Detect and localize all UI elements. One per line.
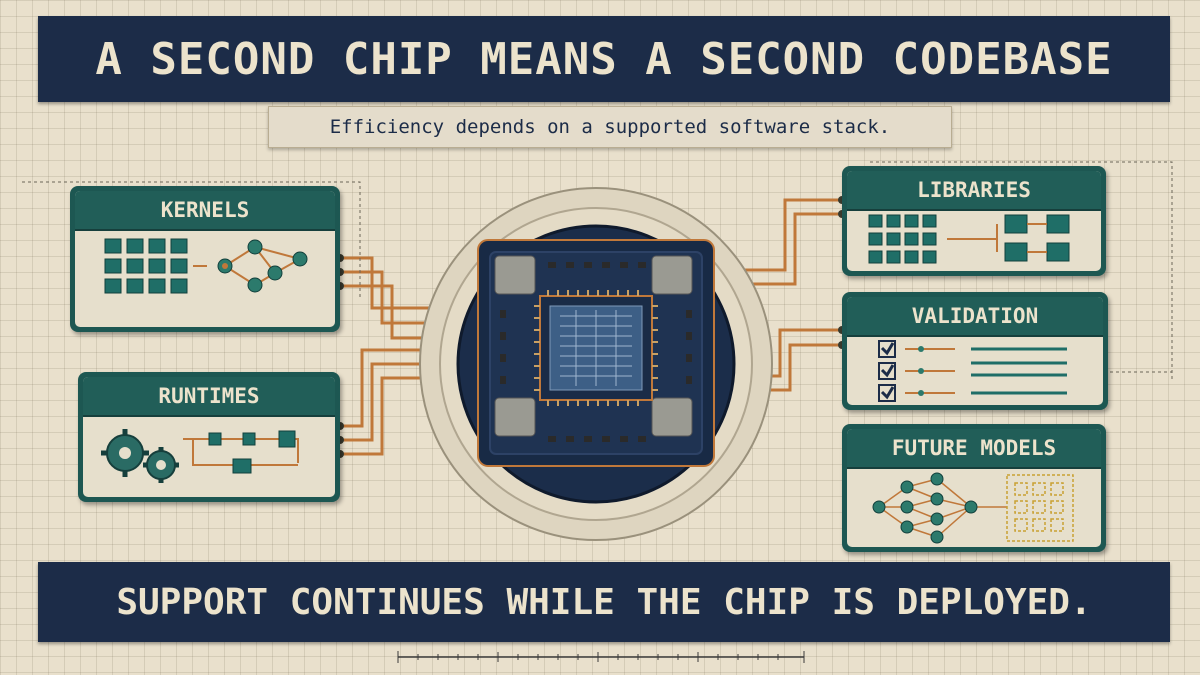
wire-kernels-1 [340,256,478,310]
card-validation: VALIDATION [842,292,1108,410]
kernels-graph-icon [104,238,308,294]
card-validation-title: VALIDATION [847,297,1103,337]
card-kernels-title: KERNELS [75,191,335,231]
card-runtimes-title: RUNTIMES [83,377,335,417]
card-libraries: LIBRARIES [842,166,1106,276]
card-future-models-title: FUTURE MODELS [847,429,1101,469]
card-runtimes: RUNTIMES [78,372,340,502]
page-title: A SECOND CHIP MEANS A SECOND CODEBASE [38,16,1170,102]
card-libraries-title: LIBRARIES [847,171,1101,211]
chip-illustration [419,187,773,541]
validation-checklist-icon [878,340,1067,402]
runtimes-gears-icon [101,429,299,483]
footer-banner: SUPPORT CONTINUES WHILE THE CHIP IS DEPL… [38,562,1170,642]
scale-ruler [397,651,805,663]
chip-corner-pads [494,255,693,437]
card-kernels: KERNELS [70,186,340,332]
subtitle: Efficiency depends on a supported softwa… [268,106,952,148]
card-future-models: FUTURE MODELS [842,424,1106,552]
libraries-grid-icon [868,214,1070,264]
wire-libraries-1 [708,198,842,272]
future-models-network-icon [872,472,1074,544]
